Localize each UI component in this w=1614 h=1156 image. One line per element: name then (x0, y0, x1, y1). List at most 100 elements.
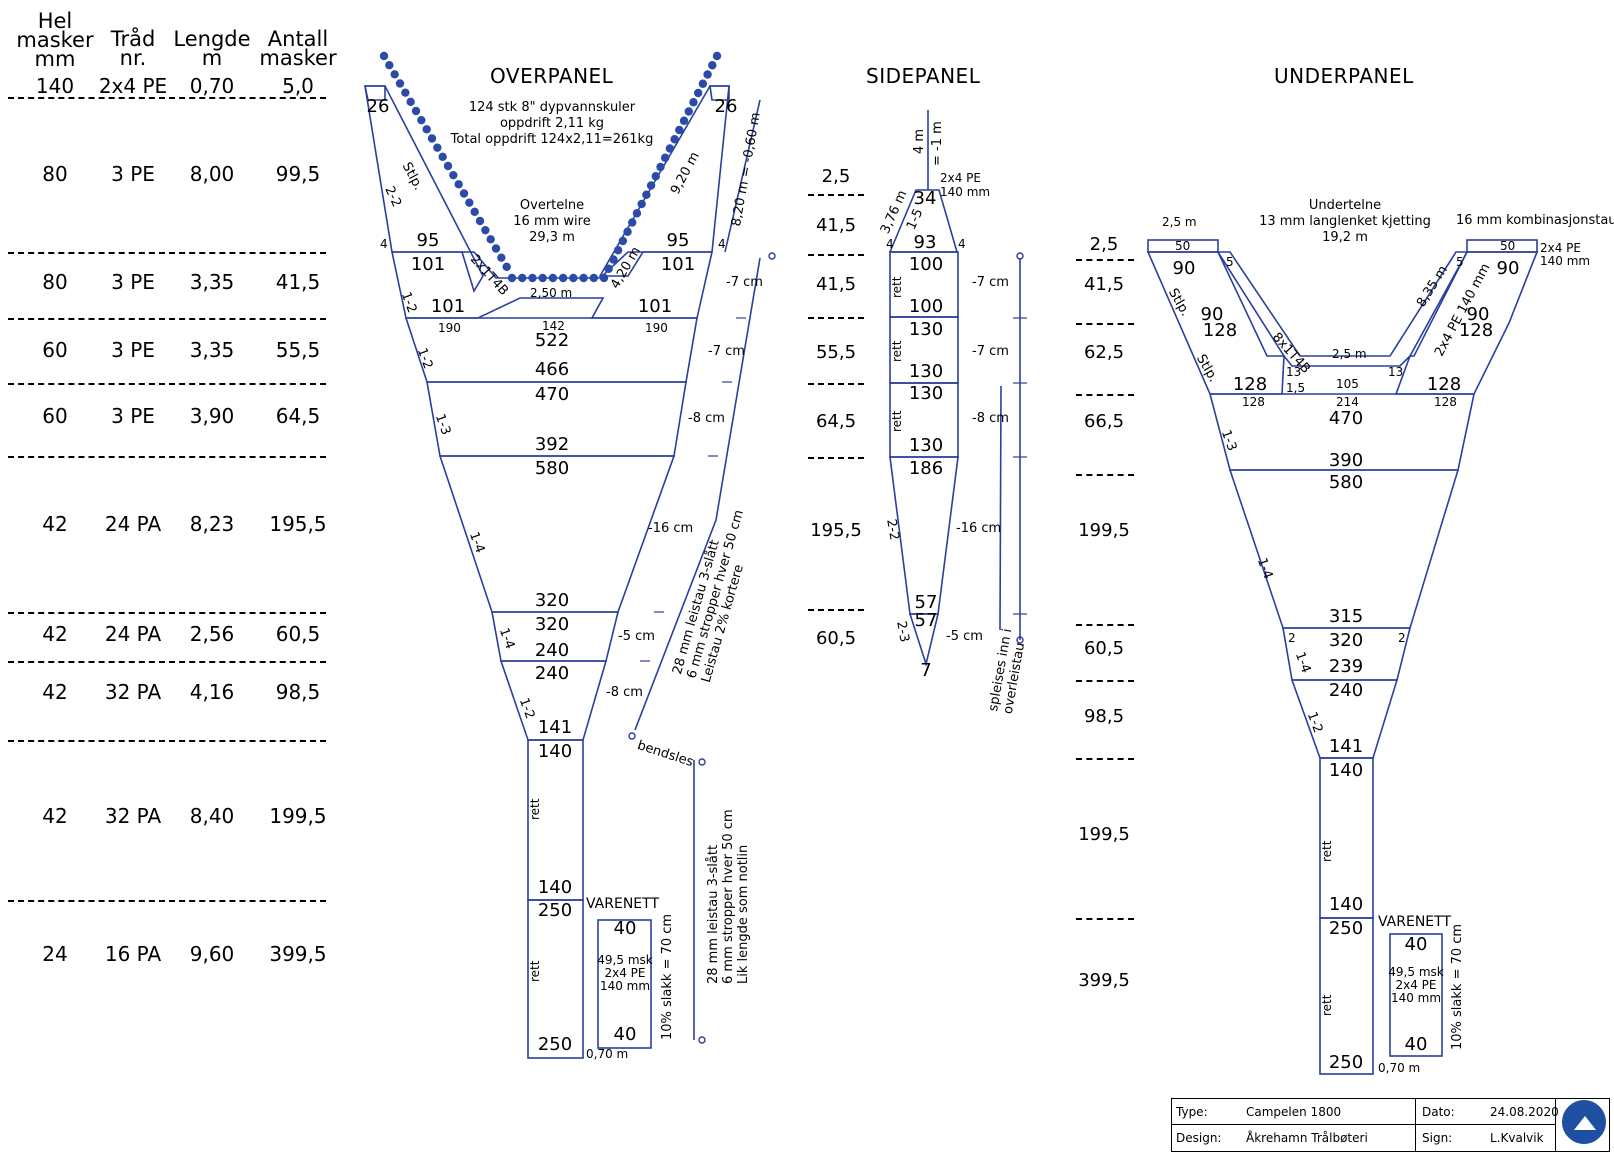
under-divider (1076, 758, 1134, 760)
float-ball (656, 162, 665, 172)
float-ball (427, 134, 437, 143)
small-label: 128 (1242, 395, 1265, 409)
count-label: 470 (1328, 408, 1364, 429)
count-label: 100 (908, 296, 944, 317)
float-ball (491, 244, 501, 253)
count-label: 130 (908, 361, 944, 382)
spec-divider (8, 612, 326, 614)
count-label: 140 (537, 877, 573, 898)
count-label: 101 (410, 254, 446, 275)
float-ball (569, 273, 578, 283)
small-label: 2,50 m (530, 286, 573, 300)
count-label: 580 (1328, 472, 1364, 493)
under-divider (1076, 474, 1134, 476)
count-label: 240 (534, 640, 570, 661)
count-label: 140 (1328, 760, 1364, 781)
under-divider (1076, 680, 1134, 682)
count-label: 95 (416, 230, 440, 251)
float-ball (548, 273, 558, 283)
varenett-bottom: 40 (1404, 1034, 1428, 1055)
left-count: 98,5 (1083, 706, 1125, 727)
float-ball (558, 273, 568, 283)
rett-label: rett (528, 960, 542, 982)
overpanel-extension (527, 739, 584, 901)
side-divider (808, 254, 864, 256)
spec-cell: 0,70 (189, 74, 235, 98)
float-ball (379, 51, 389, 61)
small-label: 50 (1500, 239, 1516, 253)
float-ball (411, 106, 421, 116)
varenett-title: VARENETT (586, 896, 660, 912)
float-ball (623, 227, 632, 236)
small-label: 214 (1336, 395, 1359, 409)
float-ball (708, 61, 717, 70)
drop-label: -5 cm (946, 629, 983, 644)
count-label: 466 (534, 359, 570, 380)
rotated-label: = -1 m (930, 121, 945, 166)
under-divider (1076, 259, 1134, 261)
varenett-slack: 10% slakk = 70 cm (660, 913, 675, 1040)
spec-cell: 99,5 (275, 162, 321, 186)
spec-cell: 41,5 (275, 270, 321, 294)
varenett-slack: 10% slakk = 70 cm (1450, 923, 1465, 1050)
spec-cell: 60 (42, 338, 68, 362)
count-label: 250 (1328, 1052, 1364, 1073)
count-label: 57 (914, 610, 938, 631)
underpanel-title: UNDERPANEL (1274, 64, 1414, 88)
count-label: 240 (534, 663, 570, 684)
float-ball (679, 116, 689, 125)
small-label: 1,5 (1286, 381, 1306, 395)
drop-label: -7 cm (726, 275, 763, 290)
count-label: 26 (366, 96, 390, 117)
left-count: 64,5 (815, 411, 857, 432)
float-ball (613, 246, 623, 255)
spec-cell: 24 PA (104, 512, 162, 536)
count-label: 250 (537, 900, 573, 921)
float-ball (689, 98, 698, 107)
sidepanel-title: SIDEPANEL (866, 64, 981, 88)
overpanel-riblines (634, 257, 761, 731)
spec-cell: 3 PE (111, 338, 155, 362)
underpanel-codend (1319, 917, 1374, 1075)
drop-label: -5 cm (618, 629, 655, 644)
count-label: 100 (908, 254, 944, 275)
sign-value: L.Kvalvik (1490, 1131, 1544, 1145)
rett-label: rett (1320, 840, 1334, 862)
count-label: 95 (666, 230, 690, 251)
under-divider (1076, 624, 1134, 626)
drop-label: -7 cm (972, 344, 1009, 359)
float-ball (507, 273, 517, 283)
drop-label: -16 cm (648, 521, 694, 536)
float-ball (703, 70, 712, 79)
drop-label: -7 cm (972, 275, 1009, 290)
float-ball (433, 143, 442, 152)
spec-cell: 3,90 (189, 404, 235, 428)
float-ball (401, 88, 410, 97)
count-label: 130 (908, 383, 944, 404)
float-ball (651, 172, 660, 181)
left-count: 62,5 (1083, 342, 1125, 363)
overpanel-right-top (709, 85, 730, 101)
spec-cell: 140 (35, 74, 75, 98)
float-ball (395, 79, 405, 88)
spec-cell: 64,5 (275, 404, 321, 428)
count-label: 130 (908, 319, 944, 340)
small-label: 2 (1288, 631, 1296, 645)
left-count: 60,5 (1083, 638, 1125, 659)
count-label: 90 (1200, 304, 1224, 325)
spec-divider (8, 456, 326, 458)
count-label: 128 (1202, 320, 1238, 341)
side-divider (808, 383, 864, 385)
count-label: 90 (1466, 304, 1490, 325)
count-label: 240 (1328, 680, 1364, 701)
spec-cell: 5,0 (282, 74, 314, 98)
spec-cell: 8,40 (189, 804, 235, 828)
float-ball (465, 198, 474, 207)
varenett-width: 0,70 m (586, 1047, 629, 1061)
float-ball (642, 190, 651, 199)
spec-cell: 3 PE (111, 404, 155, 428)
